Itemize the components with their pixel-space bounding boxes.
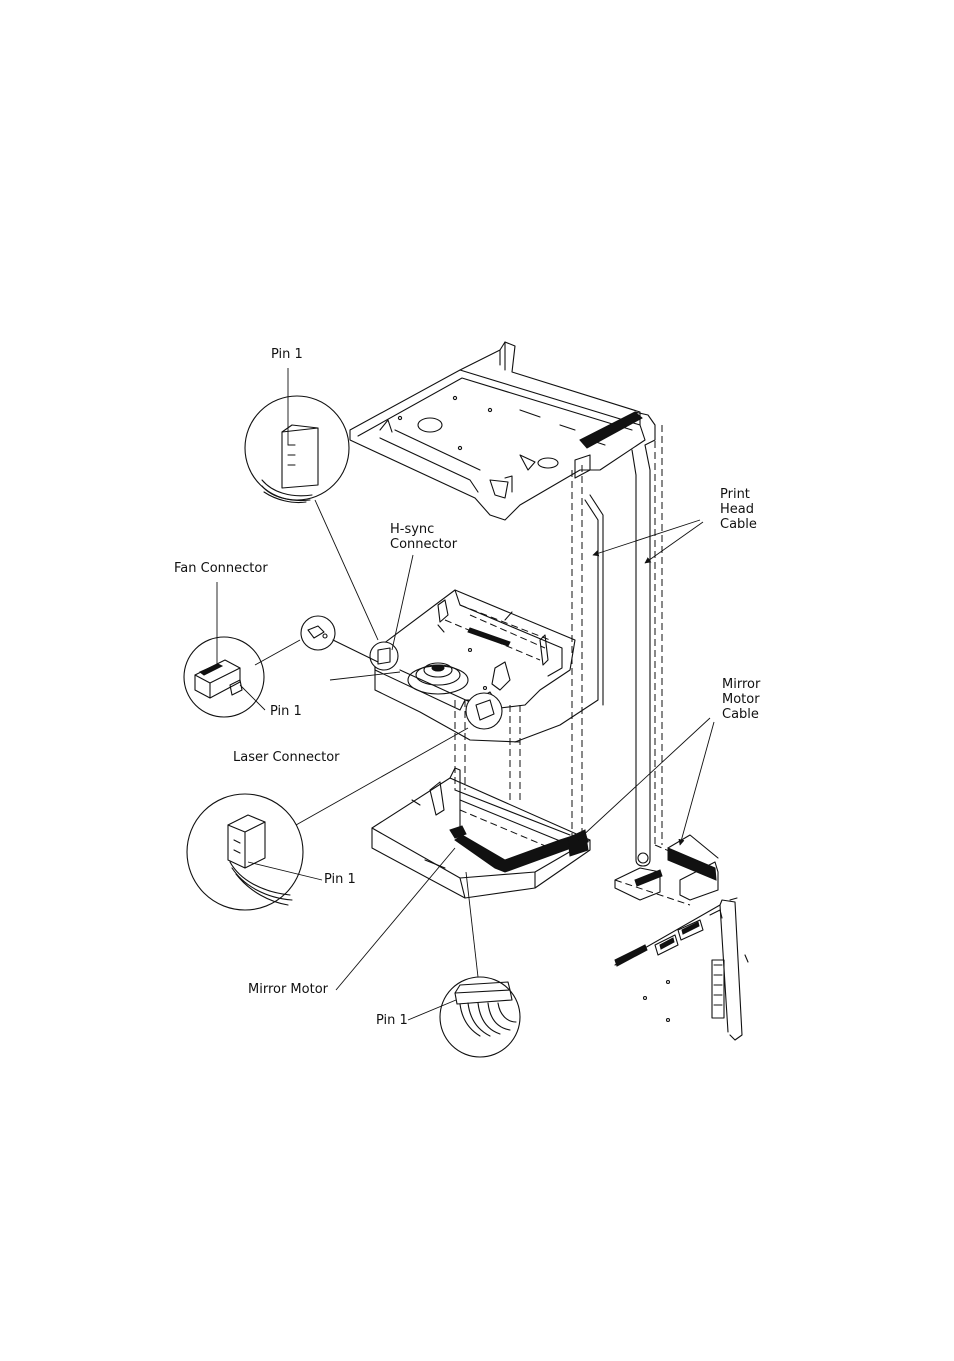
print-head-cable-ribbon	[631, 444, 651, 867]
detail-pin1-top	[244, 368, 350, 504]
label-print-head-cable: Print Head Cable	[720, 487, 757, 532]
detail-pin1-bottom	[439, 976, 521, 1058]
label-laser-connector: Laser Connector	[233, 750, 340, 765]
mirror-motor-cable-ribbon	[454, 829, 589, 873]
base-tray	[371, 767, 591, 899]
label-pin1-laser: Pin 1	[324, 872, 356, 887]
label-pin1-top: Pin 1	[271, 347, 303, 362]
label-pin1-bottom: Pin 1	[376, 1013, 408, 1028]
label-fan-connector: Fan Connector	[174, 561, 268, 576]
label-hsync-connector: H-sync Connector	[390, 522, 458, 552]
detail-fan-small	[300, 615, 336, 651]
label-pin1-fan: Pin 1	[270, 704, 302, 719]
label-mirror-motor-cable: Mirror Motor Cable	[722, 677, 761, 722]
cable-end-connectors	[614, 834, 719, 901]
print-head-flex-ribbon	[514, 494, 604, 743]
controller-board	[614, 897, 749, 1041]
alignment-guides	[454, 425, 691, 906]
print-head-cable-top-connector	[579, 411, 656, 449]
top-frame-plate	[349, 341, 646, 521]
detail-fan-connector	[183, 582, 265, 718]
detail-laser-connector	[186, 793, 304, 911]
detail-hsync-small	[369, 641, 399, 671]
detail-laser-small	[465, 692, 503, 730]
label-mirror-motor: Mirror Motor	[248, 982, 328, 997]
